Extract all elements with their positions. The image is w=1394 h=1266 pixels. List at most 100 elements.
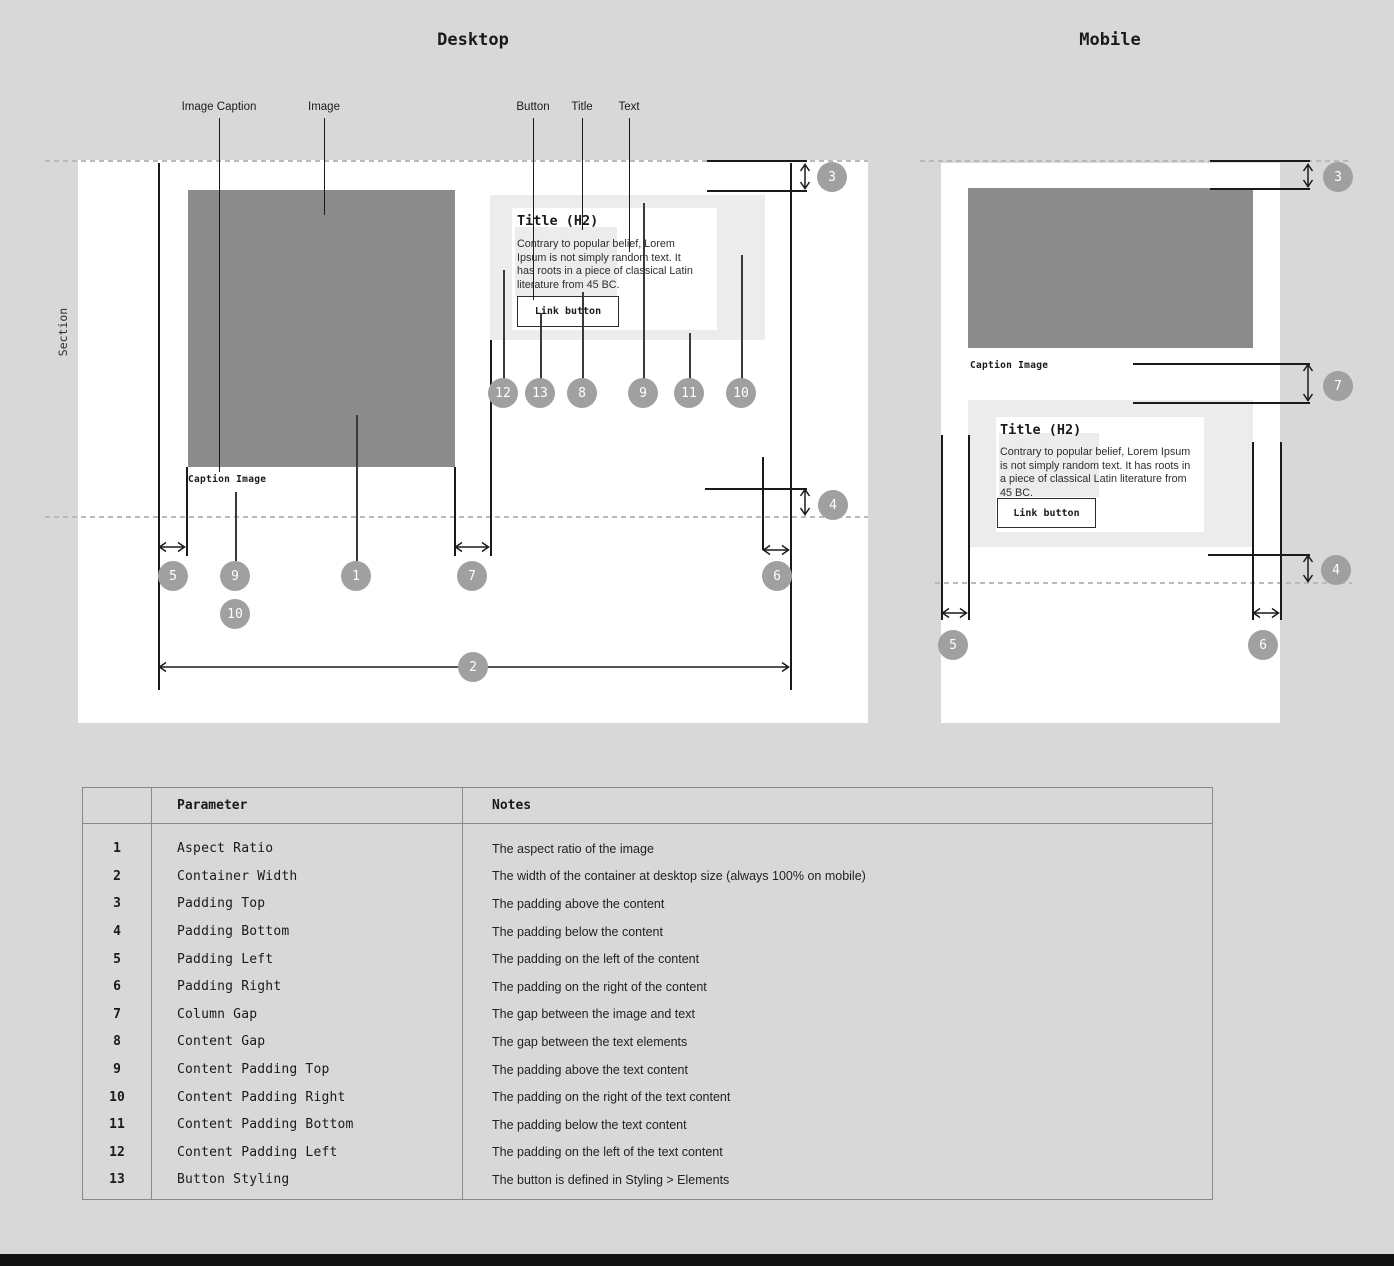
row-number: 13 xyxy=(109,1172,125,1188)
marker-12: 12 xyxy=(488,378,518,408)
row-note: The padding on the right of the content xyxy=(492,979,707,994)
m-ref-padding-top-a xyxy=(1210,160,1310,162)
table-row: 13 Button Styling The button is defined … xyxy=(83,1166,1212,1194)
leader-text xyxy=(629,118,630,252)
desktop-image-placeholder xyxy=(188,190,455,467)
row-parameter: Padding Top xyxy=(177,896,266,912)
leader-marker-1 xyxy=(356,415,358,561)
leader-title xyxy=(582,118,583,230)
row-note: The aspect ratio of the image xyxy=(492,841,654,856)
row-number: 9 xyxy=(113,1062,121,1078)
leader-marker-9 xyxy=(643,203,645,379)
leader-marker-8 xyxy=(582,292,584,379)
m-ref-column-gap-a xyxy=(1133,363,1310,365)
desktop-container-left-line xyxy=(158,163,160,690)
m-marker-4: 4 xyxy=(1321,555,1351,585)
desktop-container-right-line xyxy=(790,163,792,690)
dim-arrow-padding-right xyxy=(762,544,790,556)
dim-arrow-column-gap xyxy=(454,541,490,553)
leader-marker-12 xyxy=(503,270,505,379)
row-number: 4 xyxy=(113,924,121,940)
mobile-block-title: Title (H2) xyxy=(1000,422,1082,438)
marker-2: 2 xyxy=(458,652,488,682)
row-parameter: Content Padding Left xyxy=(177,1144,338,1160)
desktop-text-highlight xyxy=(515,227,617,297)
m-marker-7: 7 xyxy=(1323,371,1353,401)
row-note: The padding on the right of the text con… xyxy=(492,1090,731,1105)
label-image-caption: Image Caption xyxy=(181,101,257,113)
table-row: 1 Aspect Ratio The aspect ratio of the i… xyxy=(83,835,1212,863)
label-text: Text xyxy=(618,101,640,113)
m-ref-padding-bottom xyxy=(1208,554,1310,556)
m-ref-card-right xyxy=(1280,442,1282,620)
row-number: 2 xyxy=(113,868,121,884)
parameter-table: Parameter Notes 1 Aspect Ratio The aspec… xyxy=(82,787,1213,1200)
desktop-section-bottom-dashed xyxy=(45,516,868,518)
mobile-heading: Mobile xyxy=(1079,30,1141,50)
leader-button xyxy=(533,118,534,300)
ref-line-panel-left xyxy=(490,340,492,556)
leader-marker-13 xyxy=(540,313,542,379)
row-parameter: Padding Right xyxy=(177,979,282,995)
label-image: Image xyxy=(308,101,340,113)
row-number: 5 xyxy=(113,951,121,967)
row-note: The button is defined in Styling > Eleme… xyxy=(492,1172,730,1187)
table-column-separator-2 xyxy=(462,788,463,1199)
row-note: The gap between the text elements xyxy=(492,1034,688,1049)
desktop-section-top-dashed xyxy=(45,160,868,162)
table-header-notes: Notes xyxy=(492,798,532,813)
row-number: 12 xyxy=(109,1144,125,1160)
row-number: 1 xyxy=(113,841,121,857)
m-dim-arrow-padding-left xyxy=(941,607,968,619)
table-column-separator-1 xyxy=(151,788,152,1199)
dim-arrow-padding-top xyxy=(799,163,811,190)
table-row: 7 Column Gap The gap between the image a… xyxy=(83,1001,1212,1029)
leader-image-caption xyxy=(219,118,220,472)
mobile-section-top-dashed xyxy=(920,160,1352,162)
m-ref-content-right xyxy=(1252,442,1254,620)
row-number: 7 xyxy=(113,1006,121,1022)
m-dim-arrow-padding-bottom xyxy=(1302,554,1314,583)
table-row: 6 Padding Right The padding on the right… xyxy=(83,973,1212,1001)
desktop-image-caption: Caption Image xyxy=(188,474,267,485)
desktop-link-button[interactable]: Link button xyxy=(517,296,619,327)
m-dim-arrow-padding-right xyxy=(1252,607,1280,619)
mobile-block-body: Contrary to popular belief, Lorem Ipsum … xyxy=(1000,446,1191,499)
marker-6: 6 xyxy=(762,561,792,591)
ref-line-content-right xyxy=(762,457,764,550)
bottom-black-bar xyxy=(0,1254,1394,1266)
row-parameter: Content Padding Top xyxy=(177,1062,330,1078)
table-row: 10 Content Padding Right The padding on … xyxy=(83,1083,1212,1111)
m-ref-card-left xyxy=(941,435,943,620)
ref-line-image-left xyxy=(186,467,188,556)
marker-3: 3 xyxy=(817,162,847,192)
row-note: The padding on the left of the content xyxy=(492,952,700,967)
marker-9b: 9 xyxy=(220,561,250,591)
marker-9: 9 xyxy=(628,378,658,408)
table-row: 12 Content Padding Left The padding on t… xyxy=(83,1139,1212,1167)
marker-11: 11 xyxy=(674,378,704,408)
m-dim-arrow-column-gap xyxy=(1302,363,1314,402)
mobile-image-placeholder xyxy=(968,188,1253,348)
table-row: 8 Content Gap The gap between the text e… xyxy=(83,1028,1212,1056)
m-marker-3: 3 xyxy=(1323,162,1353,192)
marker-7: 7 xyxy=(457,561,487,591)
table-header-row: Parameter Notes xyxy=(83,788,1212,824)
mobile-section-bottom-dashed xyxy=(935,582,1352,584)
desktop-heading: Desktop xyxy=(437,30,509,50)
row-number: 3 xyxy=(113,896,121,912)
m-dim-arrow-padding-top xyxy=(1302,163,1314,188)
ref-line-padding-bottom xyxy=(705,488,807,490)
row-note: The padding above the text content xyxy=(492,1062,688,1077)
m-marker-6: 6 xyxy=(1248,630,1278,660)
row-parameter: Column Gap xyxy=(177,1006,258,1022)
row-note: The padding below the content xyxy=(492,924,663,939)
row-note: The padding on the left of the text cont… xyxy=(492,1145,723,1160)
m-ref-content-left xyxy=(968,435,970,620)
row-parameter: Content Padding Right xyxy=(177,1089,346,1105)
marker-10b: 10 xyxy=(220,599,250,629)
ref-line-image-right xyxy=(454,467,456,556)
row-parameter: Padding Bottom xyxy=(177,924,290,940)
mobile-link-button[interactable]: Link button xyxy=(997,498,1096,528)
row-parameter: Content Padding Bottom xyxy=(177,1117,354,1133)
